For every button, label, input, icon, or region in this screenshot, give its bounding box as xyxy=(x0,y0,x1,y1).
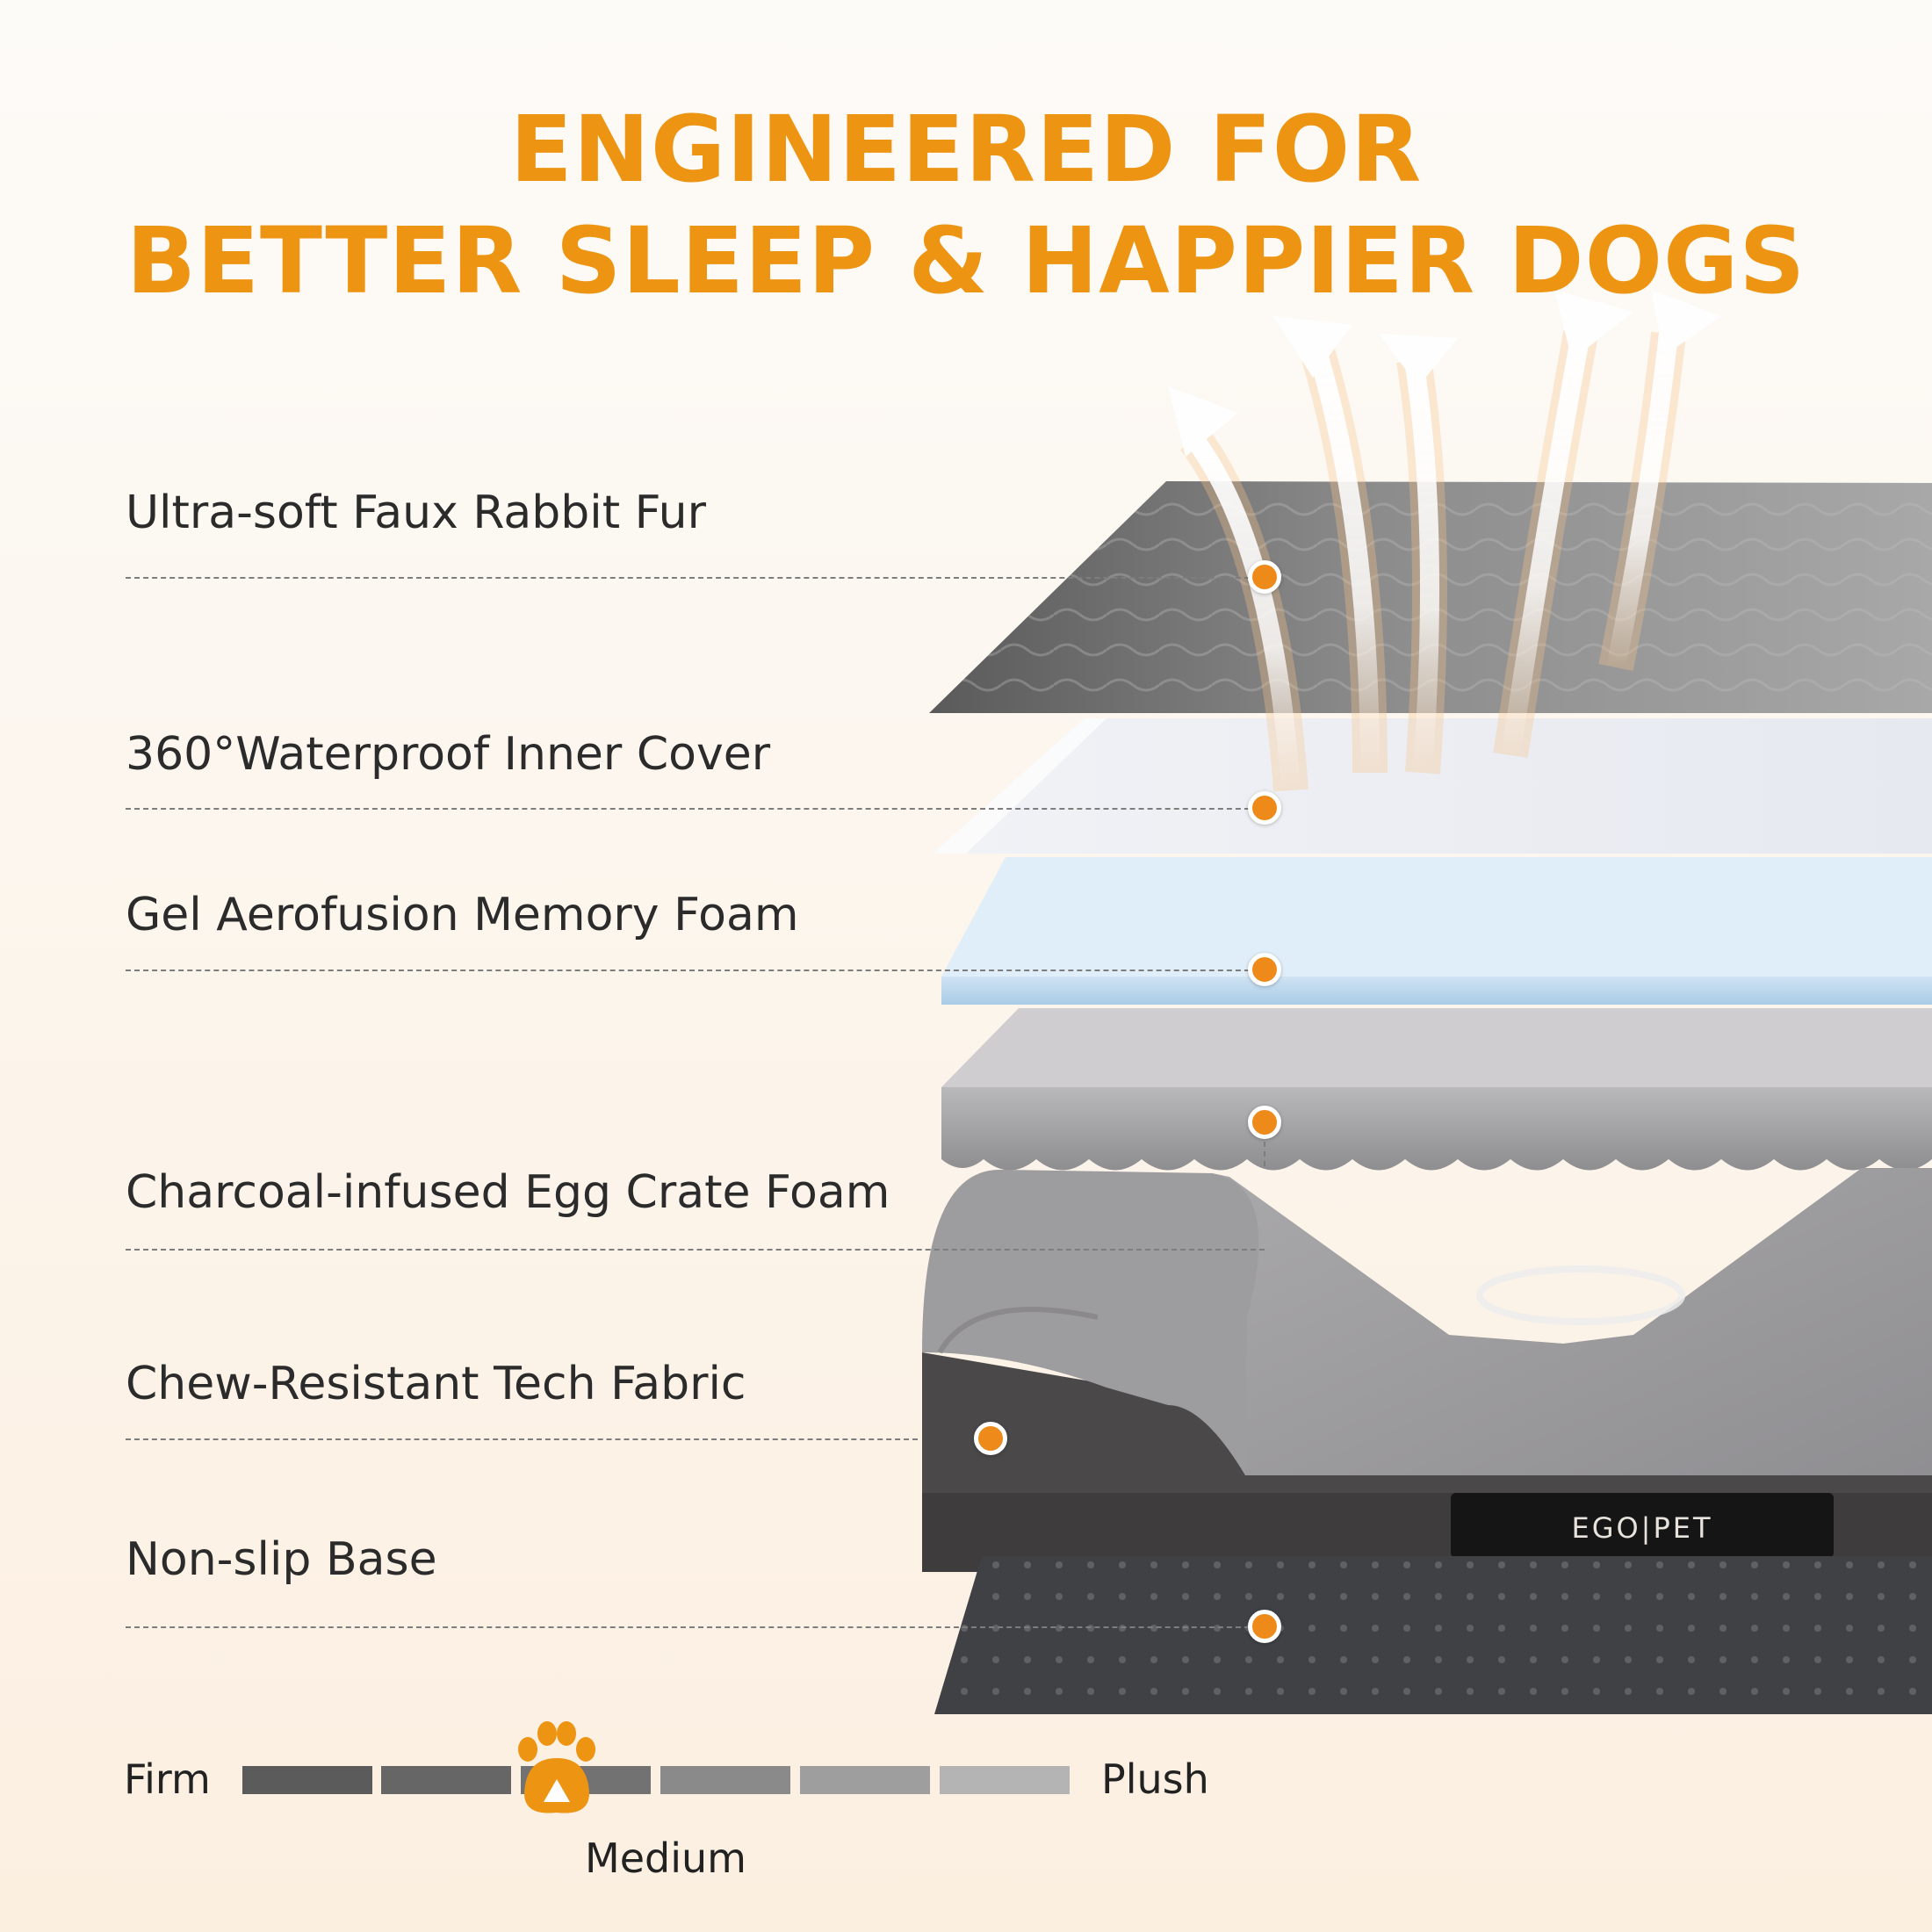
layer-label-gel-foam: Gel Aerofusion Memory Foam xyxy=(126,889,799,941)
layer-label-tech-fabric: Chew-Resistant Tech Fabric xyxy=(126,1358,746,1410)
layer-label-fur: Ultra-soft Faux Rabbit Fur xyxy=(126,487,707,539)
firmness-segment xyxy=(800,1766,930,1794)
firmness-segment xyxy=(381,1766,511,1794)
leader-line-waterproof-cover xyxy=(126,808,1258,810)
layer-label-non-slip-base: Non-slip Base xyxy=(126,1533,437,1586)
layer-dot-egg-crate xyxy=(1248,1106,1281,1139)
leader-line-egg-crate xyxy=(126,1249,1265,1251)
firmness-segment xyxy=(242,1766,372,1794)
layer-dot-tech-fabric xyxy=(974,1422,1007,1455)
firmness-firm-label: Firm xyxy=(124,1755,211,1803)
gel-foam-layer xyxy=(941,857,1932,1005)
firmness-segment xyxy=(940,1766,1070,1794)
leader-line-fur xyxy=(126,577,1258,579)
layer-dot-gel-foam xyxy=(1248,953,1281,986)
airflow-arrows xyxy=(1168,290,1721,792)
headline-line-2: BETTER SLEEP & HAPPIER DOGS xyxy=(126,207,1806,314)
layer-dot-fur xyxy=(1248,560,1281,594)
headline-line-1: ENGINEERED FOR xyxy=(509,96,1423,203)
layer-dot-waterproof-cover xyxy=(1248,791,1281,825)
bed-body: EGO|PET xyxy=(922,1168,1932,1572)
firmness-selected-label: Medium xyxy=(585,1835,746,1882)
firmness-segment xyxy=(660,1766,790,1794)
layer-dot-non-slip-base xyxy=(1248,1610,1281,1643)
leader-line-tech-fabric xyxy=(126,1438,918,1440)
waterproof-cover-layer xyxy=(933,718,1932,854)
layer-label-waterproof-cover: 360°Waterproof Inner Cover xyxy=(126,728,771,781)
leader-line-non-slip-base xyxy=(126,1626,1258,1628)
firmness-plush-label: Plush xyxy=(1101,1755,1209,1803)
brand-tag: EGO|PET xyxy=(1571,1511,1712,1545)
leader-line-gel-foam xyxy=(126,970,1258,971)
non-slip-base-layer xyxy=(934,1556,1932,1714)
layer-label-egg-crate: Charcoal-infused Egg Crate Foam xyxy=(126,1166,890,1219)
paw-icon xyxy=(517,1721,595,1813)
egg-crate-layer xyxy=(941,1008,1932,1171)
